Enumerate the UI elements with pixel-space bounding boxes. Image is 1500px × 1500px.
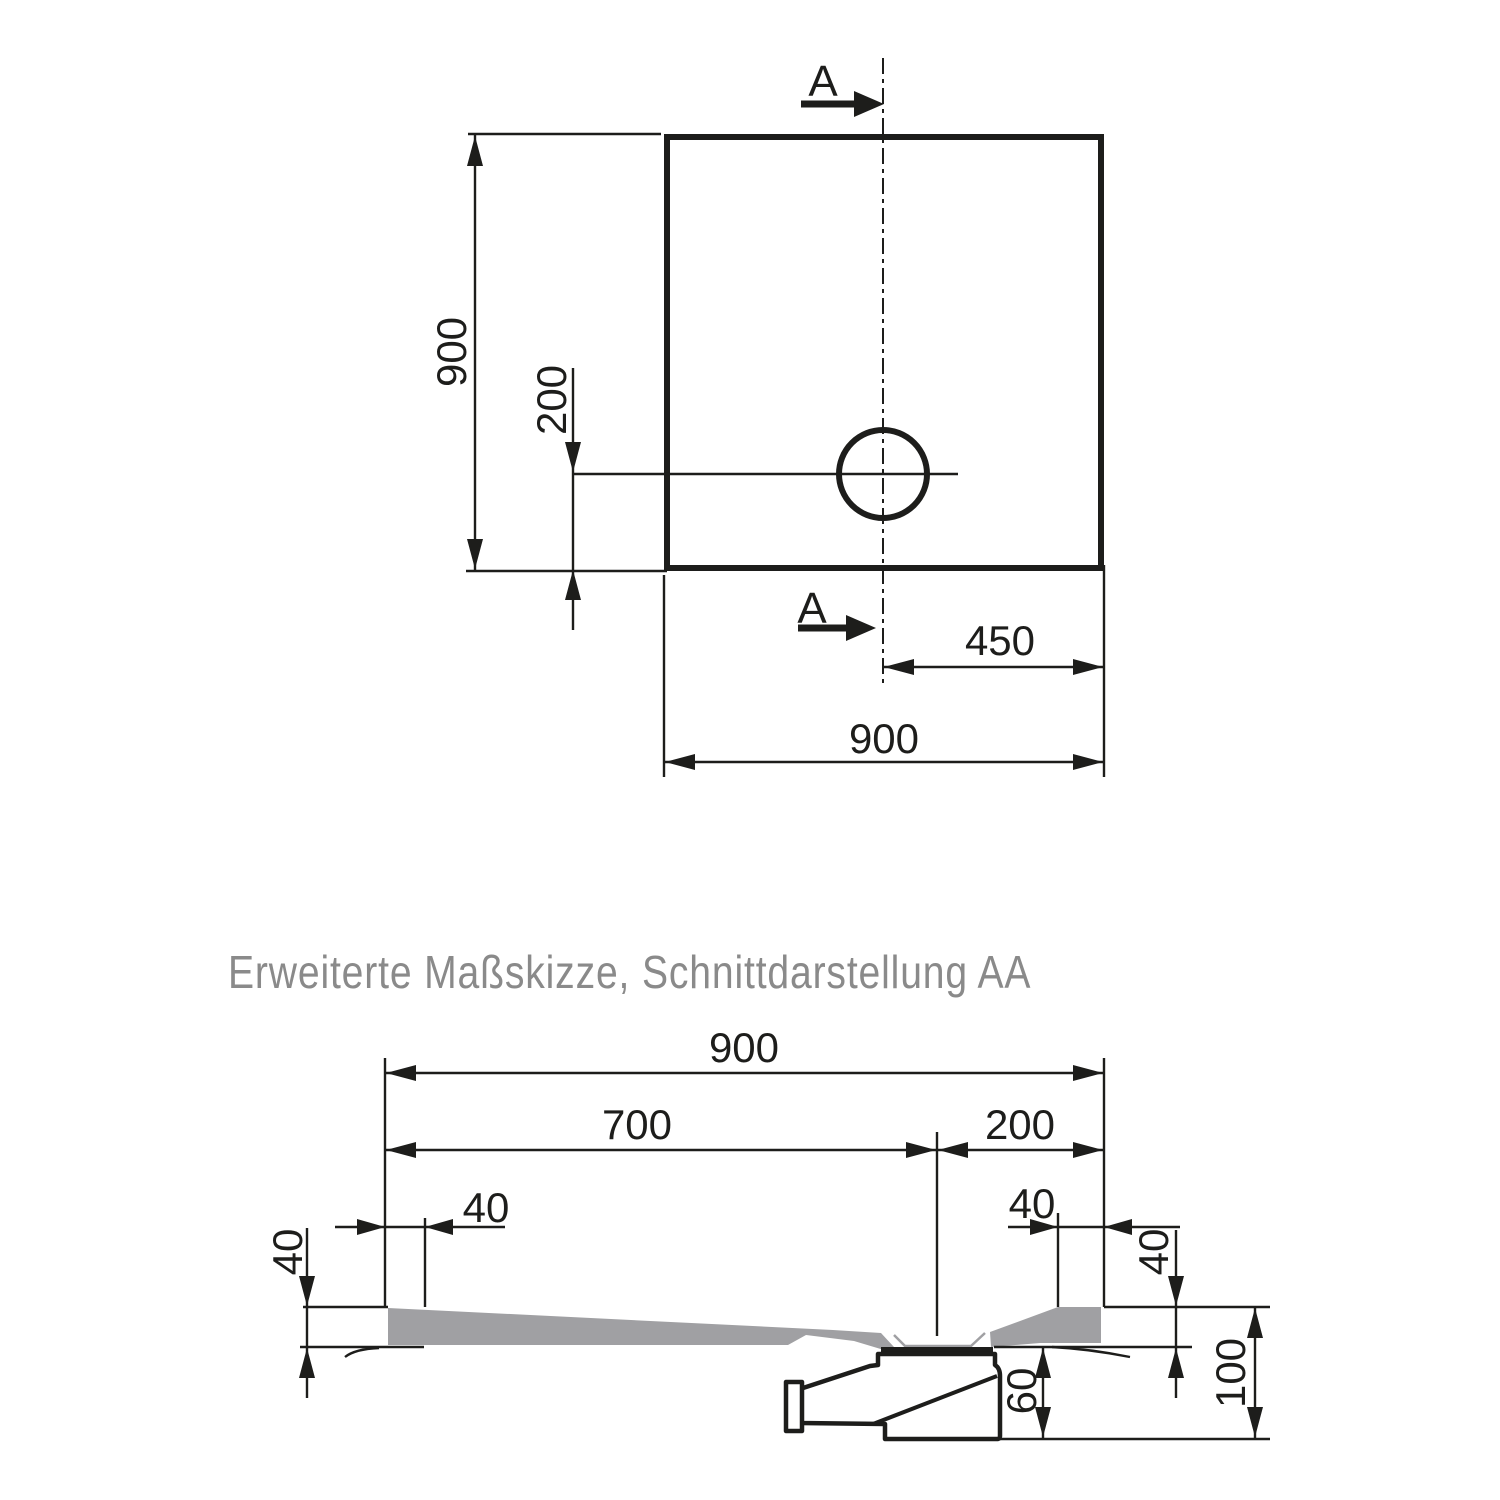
section-trap-height-label: 60: [998, 1368, 1045, 1415]
section-rim-left-label: 40: [463, 1184, 510, 1231]
section-total-height-label: 100: [1207, 1338, 1254, 1408]
plan-drain-bottom-dim-label: 200: [528, 365, 575, 435]
section-rim-right-label: 40: [1009, 1180, 1056, 1227]
arrow-right-icon: [1030, 1219, 1058, 1235]
arrow-right-icon: [1073, 1065, 1103, 1081]
drain-outlet-flange: [783, 1379, 805, 1434]
section-right-span-label: 200: [985, 1101, 1055, 1148]
arrow-left-icon: [938, 1142, 968, 1158]
arrow-left-icon: [425, 1219, 453, 1235]
arrow-up-icon: [467, 136, 483, 166]
arrow-right-icon: [1073, 754, 1103, 770]
drain-circle: [836, 427, 930, 521]
section-view: 900 700 200 40 40 40 40: [264, 1024, 1270, 1442]
arrow-right-icon: [1073, 1142, 1103, 1158]
drain-trap-edge-line: [872, 1374, 998, 1426]
drain-mouth: [893, 1332, 986, 1348]
drain-trap-body: [797, 1351, 1003, 1442]
arrow-up-icon: [299, 1348, 315, 1378]
break-curve-right: [1051, 1345, 1131, 1359]
arrow-up-icon: [1247, 1308, 1263, 1338]
section-title: Erweiterte Maßskizze, Schnittdarstellung…: [228, 947, 1031, 999]
plan-width-dim-label: 900: [849, 715, 919, 762]
section-marker-bottom-arrow-head: [846, 615, 876, 641]
arrow-left-icon: [884, 659, 914, 675]
arrow-right-icon: [357, 1219, 385, 1235]
arrow-left-icon: [386, 1142, 416, 1158]
arrow-right-icon: [906, 1142, 936, 1158]
plan-side-dim-label: 900: [428, 317, 475, 387]
section-left-span-label: 700: [602, 1101, 672, 1148]
section-edge-left-label: 40: [264, 1229, 311, 1276]
arrow-up-icon: [1035, 1348, 1051, 1378]
section-marker-top-arrow-head: [854, 91, 884, 117]
arrow-down-icon: [299, 1276, 315, 1306]
arrow-left-icon: [665, 754, 695, 770]
arrow-left-icon: [1104, 1219, 1132, 1235]
arrow-right-icon: [1073, 659, 1103, 675]
section-edge-right-label: 40: [1130, 1229, 1177, 1276]
arrow-down-icon: [565, 442, 581, 472]
arrow-up-icon: [565, 570, 581, 600]
arrow-down-icon: [1247, 1407, 1263, 1437]
arrow-down-icon: [1168, 1276, 1184, 1306]
arrow-left-icon: [386, 1065, 416, 1081]
arrow-down-icon: [1035, 1407, 1051, 1437]
plan-view: A A 900 200 450 900: [428, 57, 1106, 777]
section-marker-top-label: A: [808, 57, 838, 106]
arrow-up-icon: [1168, 1348, 1184, 1378]
break-curve-left: [344, 1346, 380, 1358]
section-total-width-label: 900: [709, 1024, 779, 1071]
tray-section-right: [990, 1307, 1101, 1347]
plan-drain-right-dim-label: 450: [965, 617, 1035, 664]
drain-seal: [881, 1347, 993, 1355]
arrow-down-icon: [467, 539, 483, 569]
tray-section-left: [388, 1308, 894, 1350]
